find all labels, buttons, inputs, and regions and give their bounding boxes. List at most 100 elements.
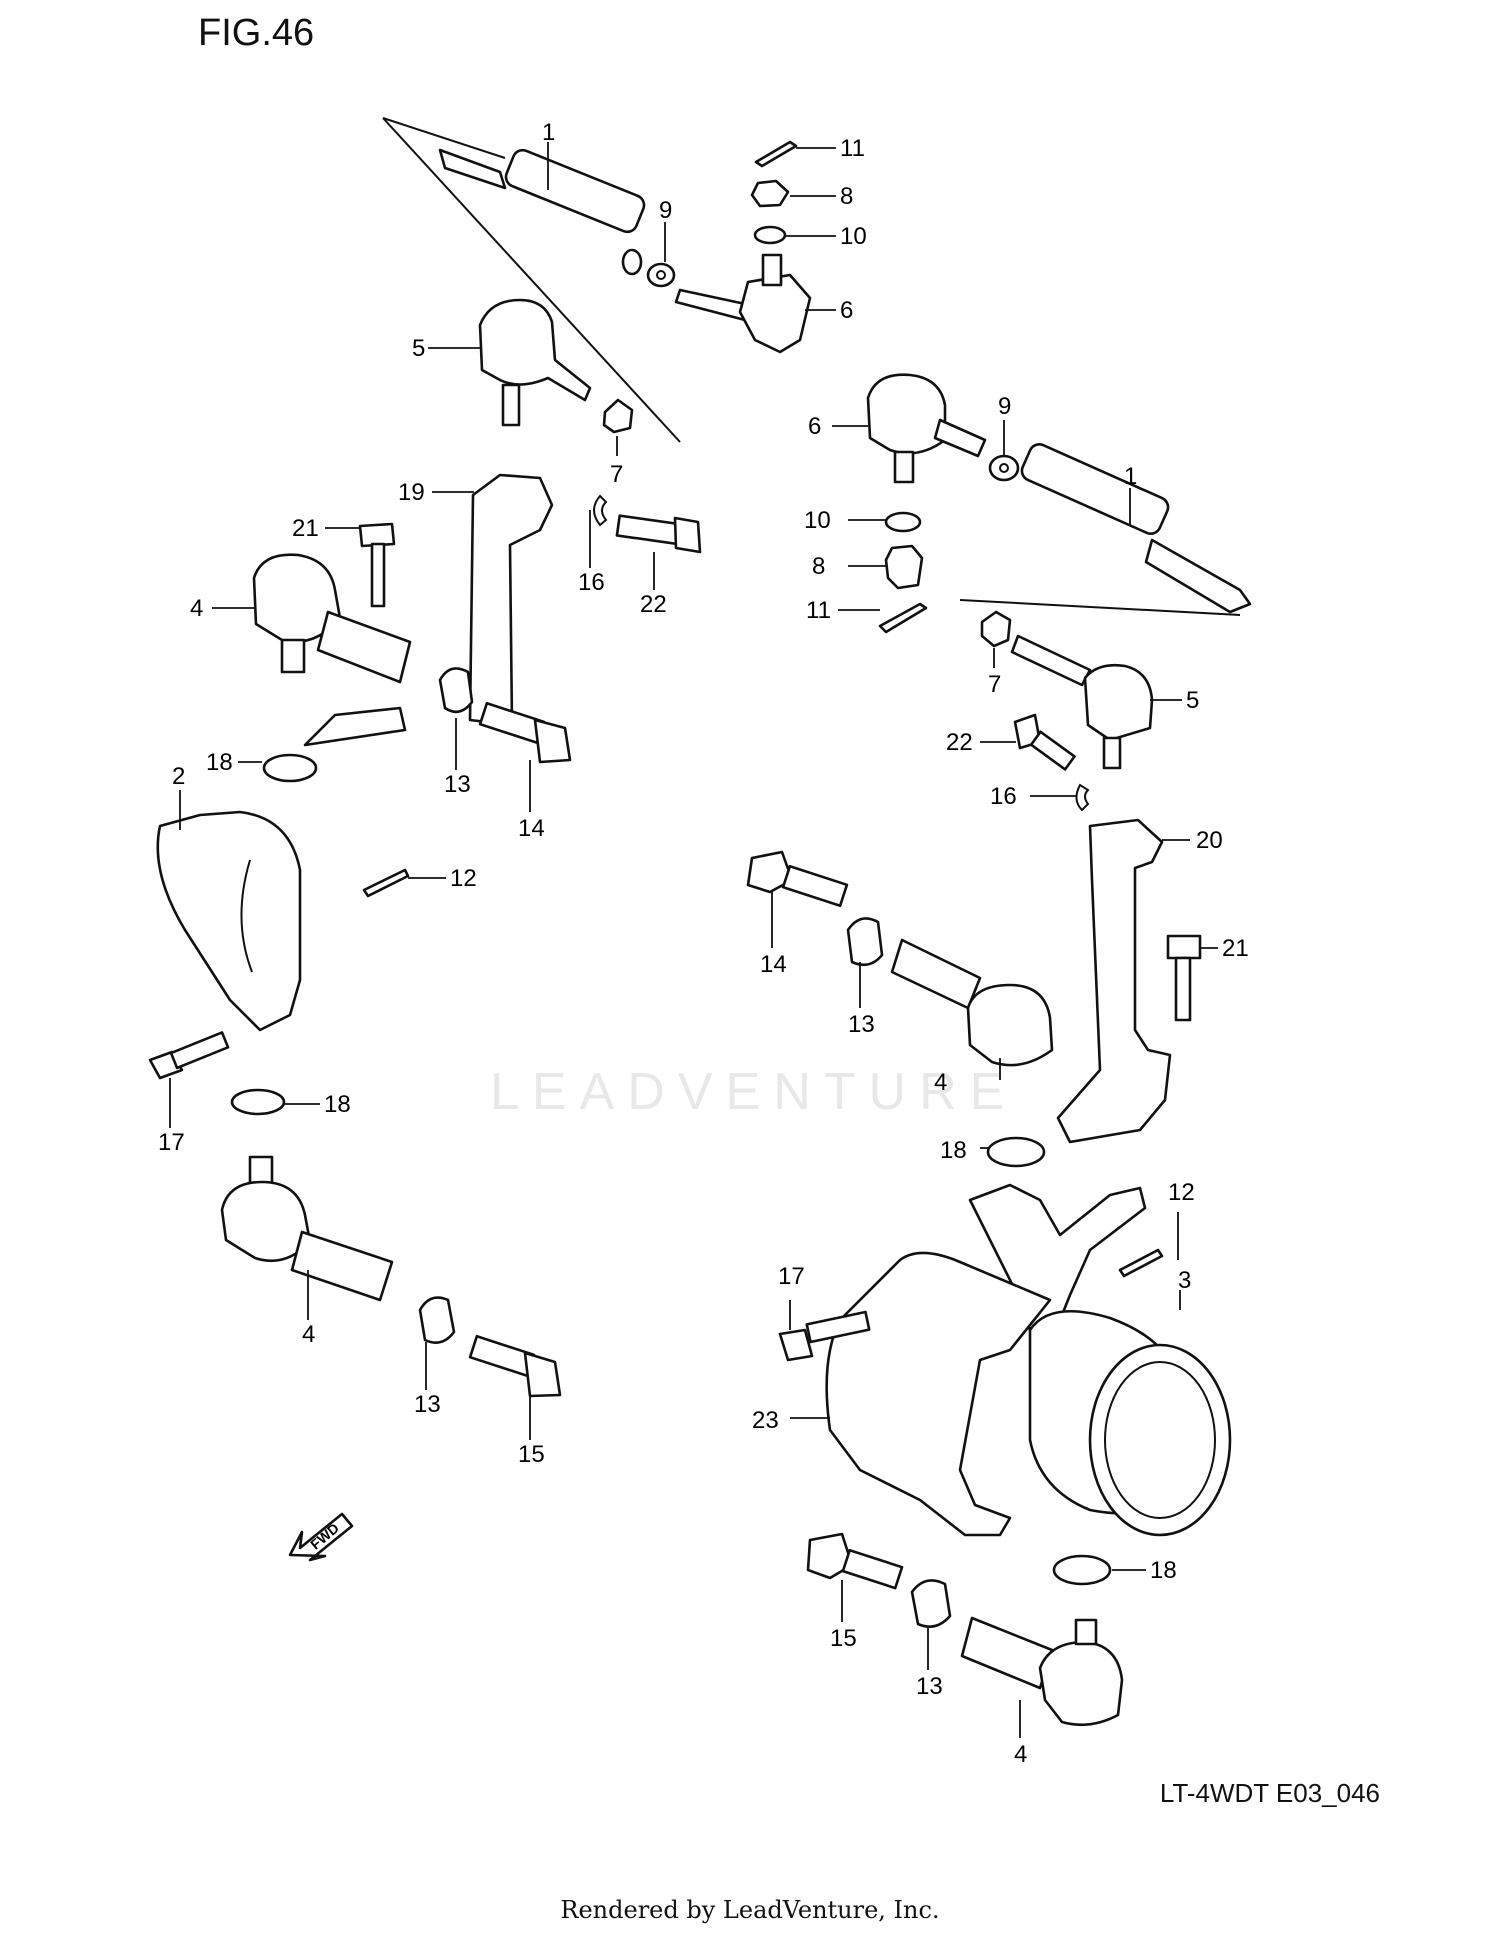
callout-label: 13 [848, 1011, 875, 1038]
guide-line [382, 117, 506, 159]
callout-label: 21 [1222, 935, 1249, 962]
washer-part [884, 511, 922, 533]
tie-rod-end-part [220, 1155, 394, 1302]
diagram-code: LT-4WDT E03_046 [1159, 1778, 1380, 1808]
tie-rod-part [1020, 443, 1252, 614]
lock-washer-part [846, 917, 884, 967]
callout-label: 7 [610, 461, 623, 488]
tie-rod-end-part [478, 298, 592, 427]
callout-labels: 1 9 11 8 10 6 5 7 19 21 16 22 4 18 2 13 … [158, 119, 1249, 1768]
pitman-arm-part [1056, 818, 1172, 1144]
bolt-part [1013, 713, 1076, 771]
washer-part [230, 1088, 286, 1116]
tie-rod-end-part [960, 1616, 1124, 1727]
callout-label: 21 [292, 515, 319, 542]
washer-part [1052, 1554, 1112, 1586]
washer-part [753, 225, 787, 245]
callout-label: 20 [1196, 827, 1223, 854]
callout-label: 13 [444, 771, 471, 798]
footer-credit: Rendered by LeadVenture, Inc. [560, 1896, 940, 1924]
knuckle-guard-part [825, 1251, 1052, 1537]
callout-label: 18 [206, 749, 233, 776]
washer-part [986, 1136, 1046, 1168]
callout-label: 16 [990, 783, 1017, 810]
bolt-part [358, 522, 396, 608]
callout-label: 18 [324, 1091, 351, 1118]
bolt-part [778, 1310, 871, 1362]
lock-washer-part [418, 1296, 456, 1344]
callout-label: 11 [840, 135, 865, 162]
callout-label: 4 [190, 595, 203, 622]
callout-label: 1 [542, 119, 555, 146]
lock-washer-part [438, 667, 474, 714]
callout-label: 5 [1186, 687, 1199, 714]
flange-bolt-part [806, 1532, 904, 1590]
callout-label: 19 [398, 479, 425, 506]
callout-label: 6 [808, 413, 821, 440]
tie-rod-end-part [866, 373, 987, 484]
nut-part [646, 262, 676, 288]
callout-label: 2 [172, 763, 185, 790]
callout-label: 9 [998, 393, 1011, 420]
cotter-pin-part [1118, 1248, 1164, 1278]
callout-label: 8 [812, 553, 825, 580]
callout-label: 18 [1150, 1557, 1177, 1584]
nut-part [980, 610, 1012, 648]
callout-label: 10 [840, 223, 867, 250]
tie-rod-end-part [1010, 634, 1154, 770]
callout-label: 3 [1178, 1267, 1191, 1294]
callout-label: 10 [804, 507, 831, 534]
steering-knuckle-part [968, 1183, 1232, 1537]
castle-nut-part [750, 179, 790, 208]
castle-nut-part [884, 544, 924, 590]
flange-bolt-part [468, 1334, 562, 1398]
callout-label: 22 [946, 729, 973, 756]
callout-label: 14 [760, 951, 787, 978]
bolt-part [615, 514, 702, 554]
callout-label: 13 [414, 1391, 441, 1418]
callout-label: 5 [412, 335, 425, 362]
callout-label: 22 [640, 591, 667, 618]
callout-label: 4 [302, 1321, 315, 1348]
clip-part [593, 494, 608, 527]
callout-label: 15 [830, 1625, 857, 1652]
tie-rod-end-part [890, 938, 1054, 1067]
fwd-arrow-icon: FWD [288, 1512, 354, 1562]
leader-lines [169, 142, 1218, 1738]
callout-label: 12 [1168, 1179, 1195, 1206]
callout-label: 1 [1124, 463, 1137, 490]
lock-washer-part [910, 1579, 952, 1628]
callout-label: 13 [916, 1673, 943, 1700]
callout-label: 7 [988, 671, 1001, 698]
flange-bolt-part [746, 850, 849, 908]
cotter-pin-part [878, 602, 928, 634]
steering-knuckle-part [156, 706, 407, 1032]
tie-rod-end-part [252, 553, 412, 684]
figure-title: FIG.46 [198, 12, 315, 54]
tie-rod-part [438, 148, 646, 276]
guide-line [382, 117, 681, 443]
callout-label: 16 [578, 569, 605, 596]
callout-label: 14 [518, 815, 545, 842]
tie-rod-end-part [674, 253, 812, 354]
nut-part [988, 454, 1020, 482]
callout-label: 11 [806, 597, 831, 624]
nut-part [602, 398, 634, 434]
clip-part [1075, 783, 1090, 812]
callout-label: 6 [840, 297, 853, 324]
washer-part [262, 753, 318, 783]
pitman-arm-part [468, 473, 554, 727]
callout-label: 4 [1014, 1741, 1027, 1768]
callout-label: 17 [778, 1263, 805, 1290]
callout-label: 23 [752, 1407, 779, 1434]
bolt-part [148, 1031, 230, 1080]
callout-label: 12 [450, 865, 477, 892]
guide-line [959, 599, 1241, 616]
bolt-part [1166, 934, 1202, 1022]
callout-label: 8 [840, 183, 853, 210]
callout-label: 9 [659, 197, 672, 224]
callout-label: 15 [518, 1441, 545, 1468]
callout-label: 17 [158, 1129, 185, 1156]
cotter-pin-part [754, 140, 798, 168]
